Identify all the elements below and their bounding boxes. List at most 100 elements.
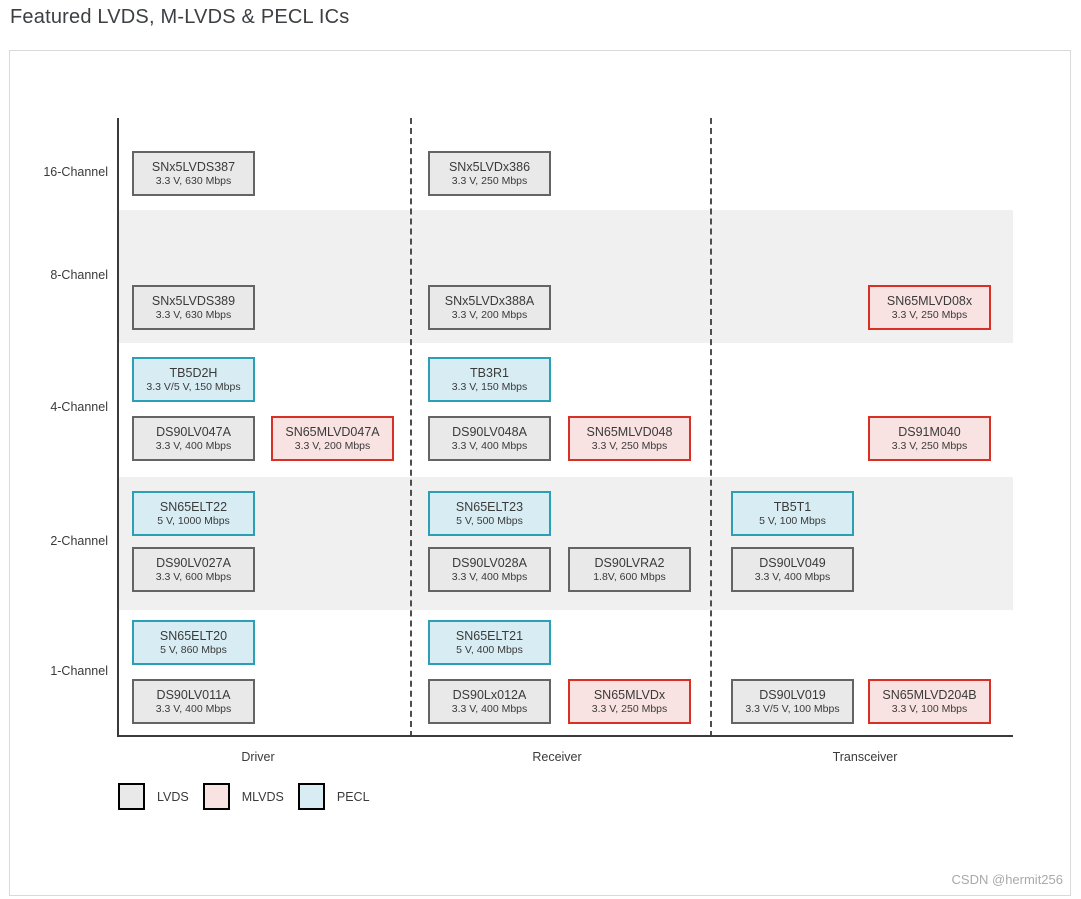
part-name: SN65MLVD047A bbox=[285, 425, 380, 439]
part-spec: 3.3 V, 630 Mbps bbox=[155, 309, 232, 321]
part-spec: 3.3 V, 200 Mbps bbox=[451, 309, 528, 321]
part-name: SNx5LVDx386 bbox=[448, 160, 531, 174]
part-spec: 3.3 V, 250 Mbps bbox=[891, 440, 968, 452]
part-name: SN65MLVDx bbox=[593, 688, 666, 702]
part-name: DS90Lx012A bbox=[452, 688, 527, 702]
part-name: DS90LV028A bbox=[452, 556, 527, 570]
page-title: Featured LVDS, M-LVDS & PECL ICs bbox=[10, 6, 350, 28]
column-divider bbox=[410, 118, 412, 737]
column-label: Transceiver bbox=[832, 750, 898, 764]
part-name: DS90LV048A bbox=[452, 425, 527, 439]
part-spec: 3.3 V/5 V, 100 Mbps bbox=[745, 703, 840, 715]
part-spec: 3.3 V, 400 Mbps bbox=[451, 440, 528, 452]
legend-item: LVDS bbox=[118, 783, 189, 810]
part-name: SN65ELT20 bbox=[159, 629, 228, 643]
part-name: SN65ELT23 bbox=[455, 500, 524, 514]
part-spec: 3.3 V, 600 Mbps bbox=[155, 571, 232, 583]
row-label: 8-Channel bbox=[50, 268, 108, 282]
legend-item: MLVDS bbox=[202, 783, 284, 810]
part-name: SN65ELT21 bbox=[455, 629, 524, 643]
part-spec: 3.3 V, 250 Mbps bbox=[891, 309, 968, 321]
part-spec: 3.3 V, 250 Mbps bbox=[591, 703, 668, 715]
part-spec: 3.3 V, 250 Mbps bbox=[591, 440, 668, 452]
part-spec: 1.8V, 600 Mbps bbox=[593, 571, 666, 583]
row-label: 4-Channel bbox=[50, 400, 108, 414]
part-name: TB5T1 bbox=[773, 500, 812, 514]
part-spec: 5 V, 400 Mbps bbox=[456, 644, 523, 656]
row-label: 16-Channel bbox=[43, 165, 108, 179]
legend-label: LVDS bbox=[157, 789, 189, 804]
part-spec: 3.3 V, 250 Mbps bbox=[451, 175, 528, 187]
part-spec: 3.3 V, 400 Mbps bbox=[155, 703, 232, 715]
x-axis-line bbox=[118, 735, 1013, 737]
column-divider bbox=[710, 118, 712, 737]
legend: LVDS MLVDS PECL bbox=[118, 783, 384, 810]
part-name: TB5D2H bbox=[169, 366, 218, 380]
part-name: SN65MLVD08x bbox=[886, 294, 973, 308]
row-label: 1-Channel bbox=[50, 664, 108, 678]
part-name: DS90LV049 bbox=[759, 556, 826, 570]
part-spec: 3.3 V, 400 Mbps bbox=[155, 440, 232, 452]
part-name: SN65ELT22 bbox=[159, 500, 228, 514]
part-name: SNx5LVDS389 bbox=[151, 294, 236, 308]
legend-item: PECL bbox=[297, 783, 370, 810]
y-axis-line bbox=[117, 118, 119, 737]
part-name: DS90LV011A bbox=[156, 688, 231, 702]
part-name: DS90LV047A bbox=[156, 425, 231, 439]
part-spec: 5 V, 100 Mbps bbox=[759, 515, 826, 527]
part-spec: 3.3 V, 400 Mbps bbox=[451, 571, 528, 583]
legend-label: PECL bbox=[336, 789, 370, 804]
part-spec: 3.3 V/5 V, 150 Mbps bbox=[146, 381, 241, 393]
part-name: SNx5LVDS387 bbox=[151, 160, 236, 174]
legend-swatch-pecl bbox=[297, 783, 325, 810]
watermark-text: CSDN @hermit256 bbox=[951, 872, 1063, 887]
part-spec: 3.3 V, 630 Mbps bbox=[155, 175, 232, 187]
legend-label: MLVDS bbox=[241, 789, 284, 804]
part-name: DS90LV019 bbox=[759, 688, 826, 702]
column-label: Driver bbox=[241, 750, 275, 764]
part-spec: 3.3 V, 200 Mbps bbox=[294, 440, 371, 452]
part-spec: 3.3 V, 100 Mbps bbox=[891, 703, 968, 715]
part-name: SNx5LVDx388A bbox=[444, 294, 535, 308]
part-name: TB3R1 bbox=[470, 366, 509, 380]
part-spec: 5 V, 500 Mbps bbox=[456, 515, 523, 527]
part-name: SN65MLVD204B bbox=[882, 688, 977, 702]
row-band bbox=[118, 477, 1013, 610]
part-spec: 3.3 V, 400 Mbps bbox=[754, 571, 831, 583]
part-spec: 3.3 V, 400 Mbps bbox=[451, 703, 528, 715]
part-spec: 3.3 V, 150 Mbps bbox=[451, 381, 528, 393]
legend-swatch-mlvds bbox=[202, 783, 230, 810]
legend-swatch-lvds bbox=[118, 783, 145, 810]
part-spec: 5 V, 1000 Mbps bbox=[157, 515, 230, 527]
row-band bbox=[118, 210, 1013, 343]
row-label: 2-Channel bbox=[50, 534, 108, 548]
part-name: DS90LV027A bbox=[156, 556, 231, 570]
